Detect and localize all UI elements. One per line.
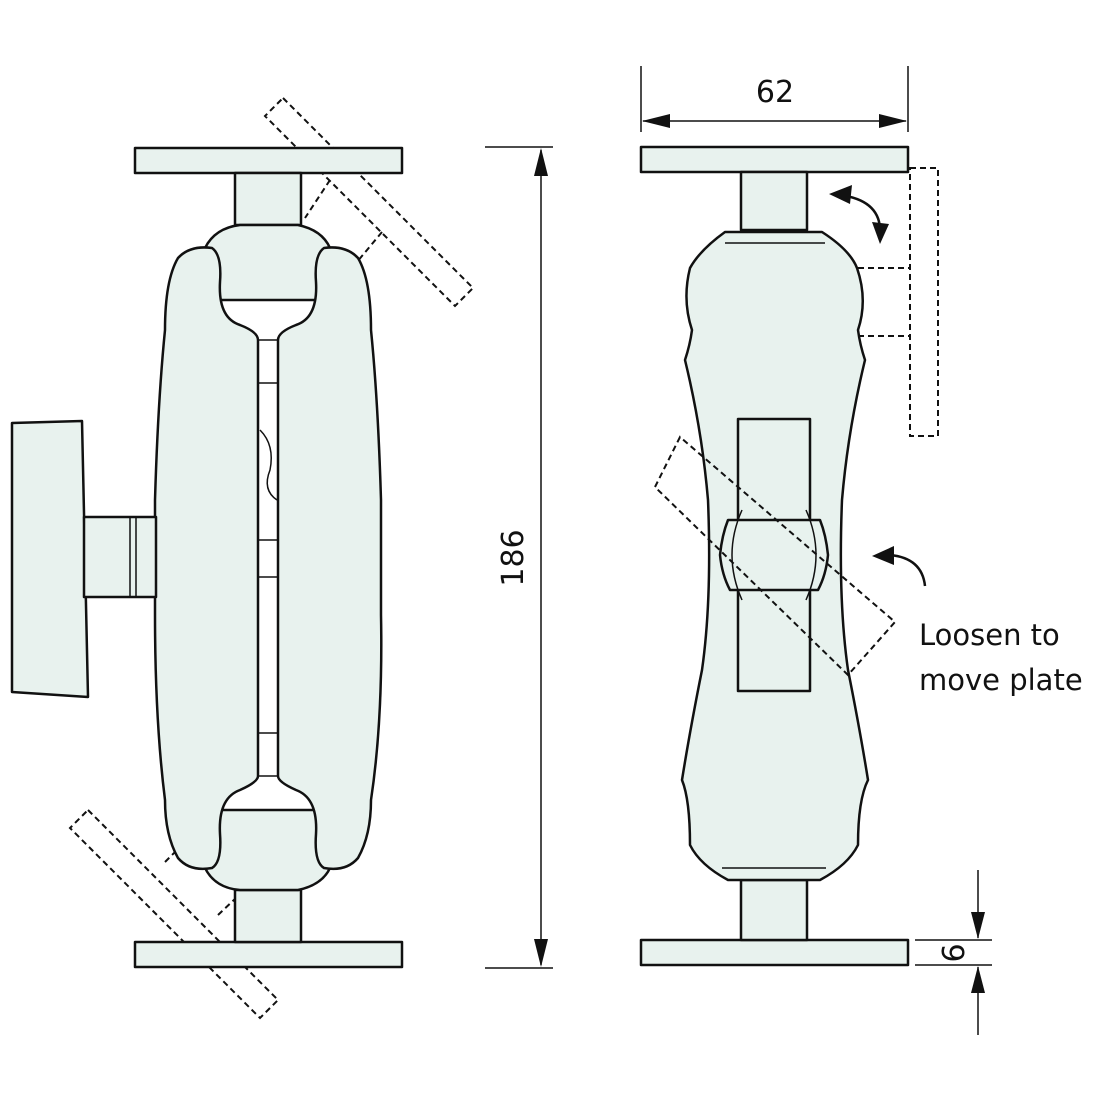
width-dimension: 62: [640, 66, 909, 132]
front-bottom-neck: [739, 878, 809, 942]
front-view: Loosen to move plate: [639, 145, 1083, 967]
top-ball: [203, 223, 332, 302]
bottom-mounting-plate: [133, 940, 404, 969]
top-mounting-plate: [133, 146, 404, 175]
top-plate-rotated-phantom: [263, 96, 475, 308]
bottom-ball-neck: [233, 888, 303, 944]
plate-thickness-dimension: 6: [915, 870, 992, 1035]
screw-thread: [259, 429, 278, 501]
front-top-neck: [739, 170, 809, 232]
loosen-arrow-icon: [872, 546, 927, 587]
height-dimension-label: 186: [496, 529, 531, 586]
loosen-note-line1: Loosen to: [919, 618, 1060, 652]
front-bottom-plate: [639, 938, 910, 967]
top-ball-neck: [233, 171, 303, 227]
front-screw: [718, 518, 830, 592]
top-plate-swing-phantom: [858, 167, 939, 437]
arm-center-gap: [257, 339, 279, 777]
arm-left-half: [153, 246, 260, 871]
rotation-arrow-icon: [829, 185, 889, 244]
height-dimension: 186: [485, 146, 553, 969]
bottom-ball: [203, 808, 332, 892]
plate-thickness-label: 6: [937, 943, 972, 962]
front-plate-tilt-phantom: [653, 435, 897, 677]
front-top-plate: [639, 145, 910, 174]
arm-right-half: [276, 246, 383, 871]
loosen-note-line2: move plate: [919, 663, 1083, 697]
tightening-knob: [10, 419, 158, 699]
width-dimension-label: 62: [756, 75, 794, 110]
side-view: [10, 96, 475, 1020]
